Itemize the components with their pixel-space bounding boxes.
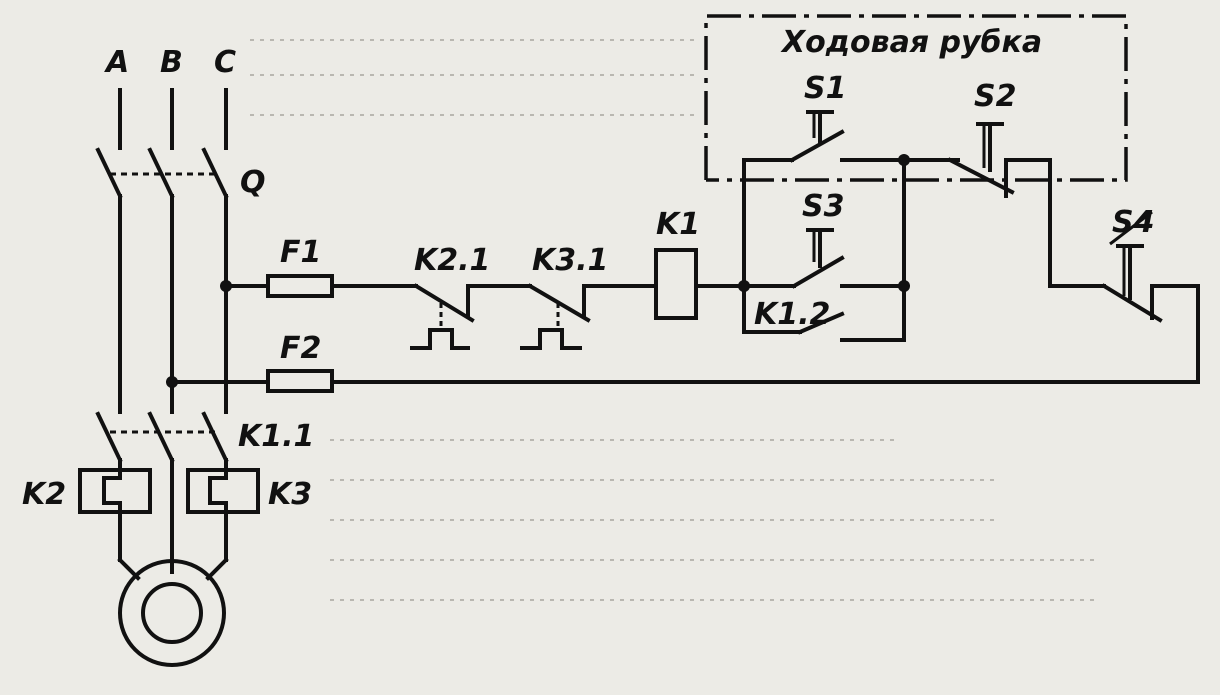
- pushbutton-s4: [1101, 210, 1163, 323]
- label-contactor-k1-1: K1.1: [238, 419, 314, 454]
- label-button-s4: S4: [1112, 205, 1154, 240]
- junction-dot: [166, 376, 178, 388]
- label-contact-k3-1: K3.1: [532, 243, 608, 278]
- fuse-f1: [266, 274, 334, 298]
- labels: A B C Q K1.1 K2 K3 F1 F2 K2.1 K3.1 K1 K1…: [22, 25, 1154, 512]
- label-contact-k1-2: K1.2: [754, 297, 830, 332]
- label-button-s2: S2: [974, 79, 1016, 114]
- label-fuse-f2: F2: [280, 331, 321, 366]
- label-coil-k1: K1: [656, 207, 700, 242]
- label-breaker-q: Q: [240, 165, 266, 200]
- thermal-relay-k3: [186, 458, 260, 562]
- wheelhouse-boundary: [704, 14, 1128, 182]
- label-phase-b: B: [160, 45, 183, 80]
- junction-dot: [898, 280, 910, 292]
- fuse-f2: [266, 369, 334, 393]
- contact-k3-1: [520, 283, 591, 350]
- pushbutton-s2: [902, 122, 1015, 198]
- label-phase-a: A: [104, 45, 129, 80]
- power-circuit: [78, 88, 260, 667]
- breaker-q: [95, 147, 229, 199]
- pushbutton-s3: [742, 228, 906, 289]
- coil-k1: [654, 248, 698, 320]
- motor: [118, 559, 226, 667]
- label-phase-c: C: [214, 45, 236, 80]
- control-circuit: [166, 110, 1200, 393]
- pushbutton-s1: [742, 110, 906, 163]
- contact-k2-1: [410, 283, 475, 350]
- label-wheelhouse: Ходовая рубка: [780, 25, 1042, 60]
- contactor-k1-1: [95, 411, 229, 463]
- contact-k1-2: [742, 311, 906, 342]
- thermal-relay-k2: [78, 458, 152, 562]
- label-fuse-f1: F1: [280, 235, 321, 270]
- label-button-s1: S1: [804, 71, 846, 106]
- label-thermal-k2: K2: [22, 477, 66, 512]
- junction-dot: [220, 280, 232, 292]
- label-thermal-k3: K3: [268, 477, 312, 512]
- label-contact-k2-1: K2.1: [414, 243, 490, 278]
- background-texture: [250, 39, 1100, 601]
- label-button-s3: S3: [802, 189, 844, 224]
